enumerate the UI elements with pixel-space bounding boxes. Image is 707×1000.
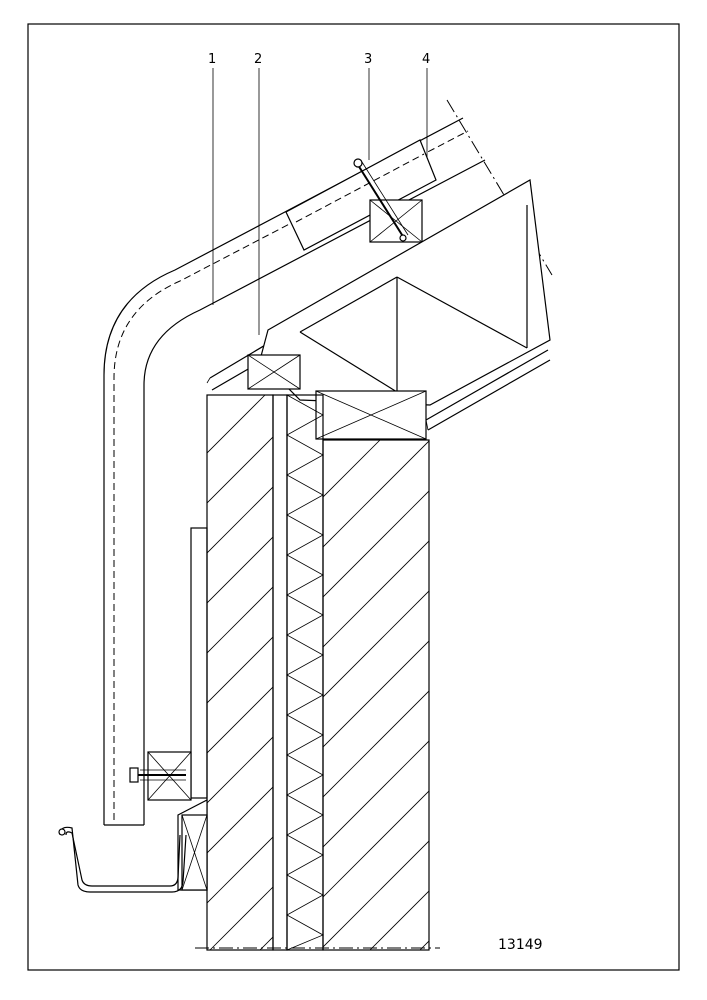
fastener-screw: [353, 158, 409, 242]
tile-batten-assembly: [285, 139, 437, 251]
vertical-furring-strip: [190, 527, 208, 799]
curved-eaves-flashing: [103, 117, 486, 826]
insulation-layer: [286, 394, 324, 951]
callout-label-1: 1: [208, 52, 216, 67]
gutter-bracket-block: [177, 799, 208, 891]
cavity-membrane: [272, 394, 288, 951]
inner-structural-wall: [322, 439, 430, 951]
callout-label-2: 2: [254, 52, 262, 67]
callout-label-3: 3: [364, 52, 372, 67]
drawing-number: 13149: [498, 937, 543, 953]
wall-plate-blocks: [247, 354, 427, 440]
ceiling-lining: [425, 349, 551, 431]
outer-masonry-wall: [206, 394, 274, 951]
gutter: [58, 826, 187, 893]
callout-label-4: 4: [422, 52, 430, 67]
drawing-frame: [27, 23, 680, 971]
fixing-screw: [129, 767, 186, 783]
callout-leaders: [212, 68, 428, 335]
